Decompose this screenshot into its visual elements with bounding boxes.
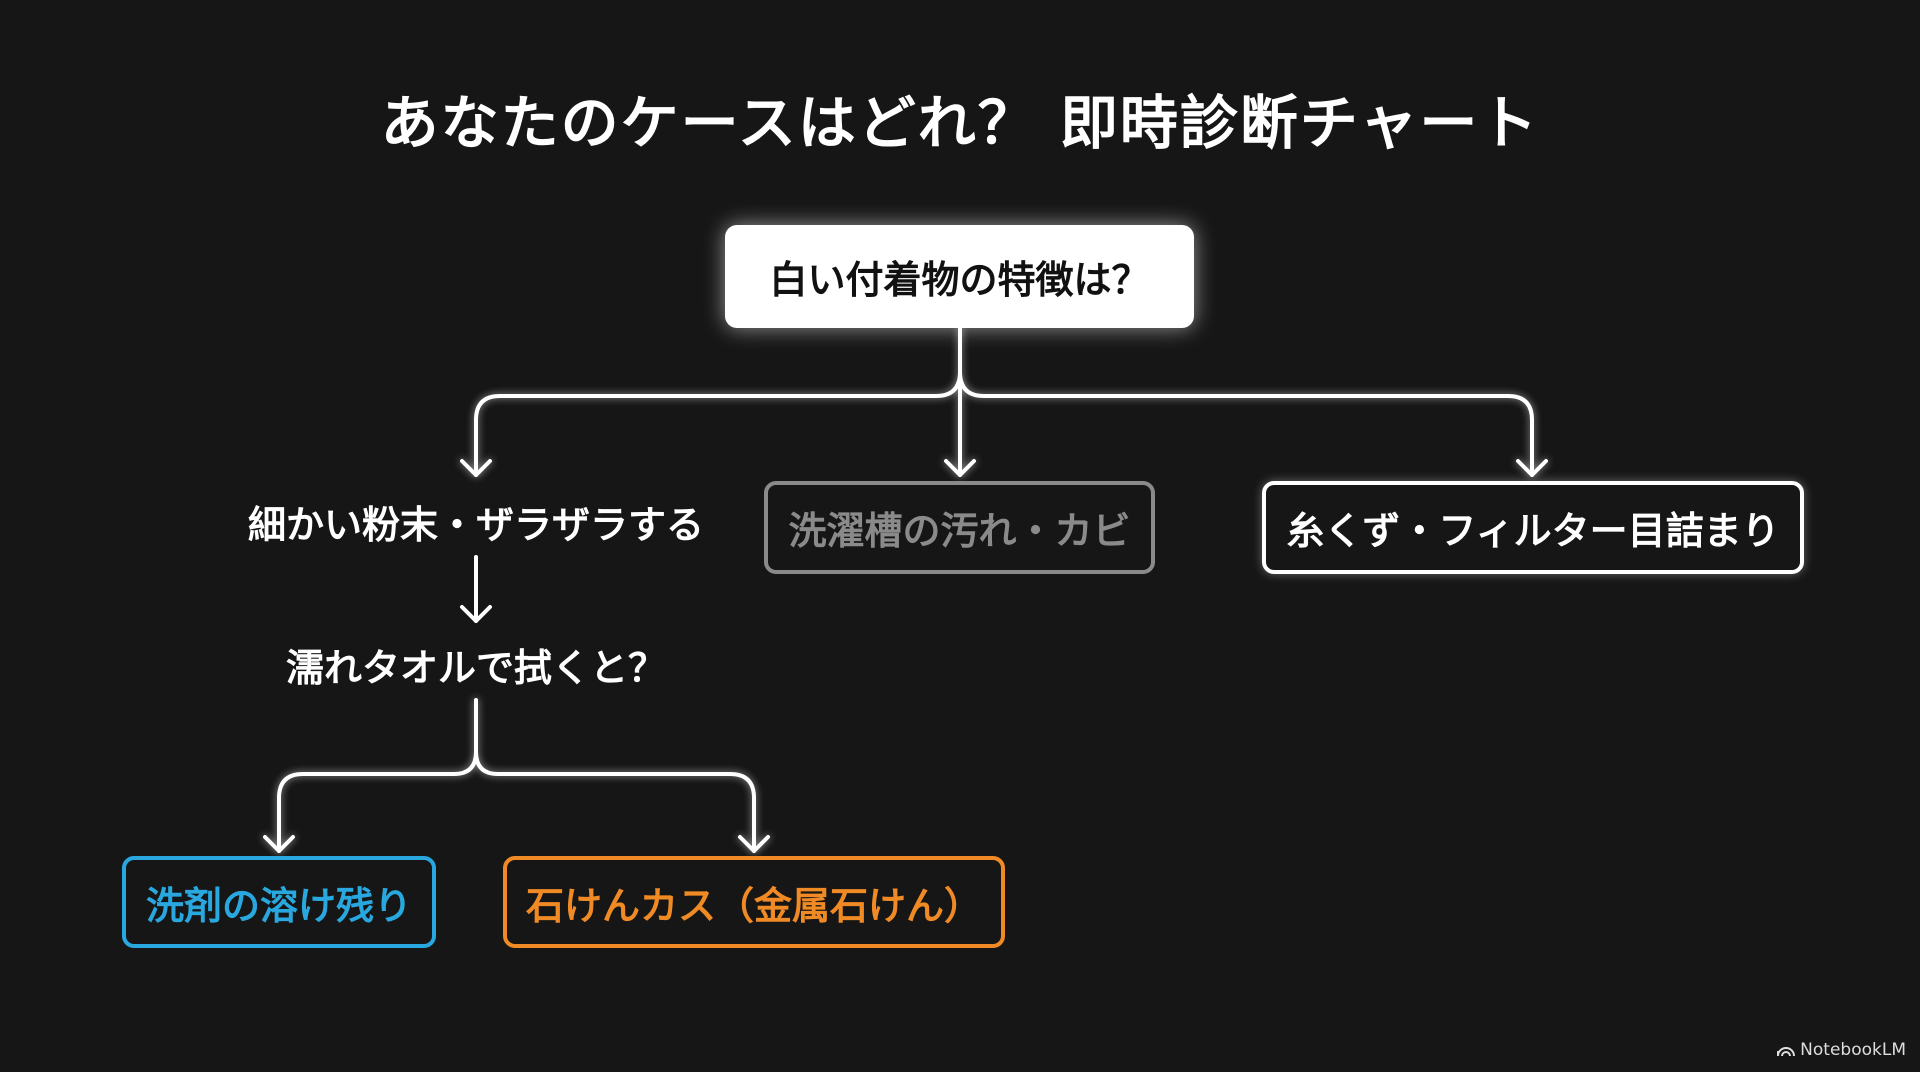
powder-connector — [460, 555, 492, 623]
soap-scum-node: 石けんカス（金属石けん） — [503, 856, 1005, 948]
powder-branch-label: 細かい粉末・ザラザラする — [247, 503, 704, 547]
detergent-residue-node: 洗剤の溶け残り — [122, 856, 436, 948]
root-question-node: 白い付着物の特徴は？ — [725, 225, 1194, 328]
tub-dirt-node: 洗濯槽の汚れ・カビ — [764, 481, 1155, 574]
branding-text: NotebookLM — [1800, 1040, 1906, 1060]
notebooklm-logo: NotebookLM — [1777, 1040, 1906, 1060]
root-connector — [460, 326, 1548, 477]
chart-title: あなたのケースはどれ？ 即時診断チャート — [380, 89, 1540, 157]
sub-question-label: 濡れタオルで拭くと？ — [285, 646, 666, 690]
lint-node: 糸くず・フィルター目詰まり — [1262, 481, 1804, 574]
notebooklm-icon — [1777, 1047, 1796, 1057]
sub-connector — [263, 698, 770, 853]
